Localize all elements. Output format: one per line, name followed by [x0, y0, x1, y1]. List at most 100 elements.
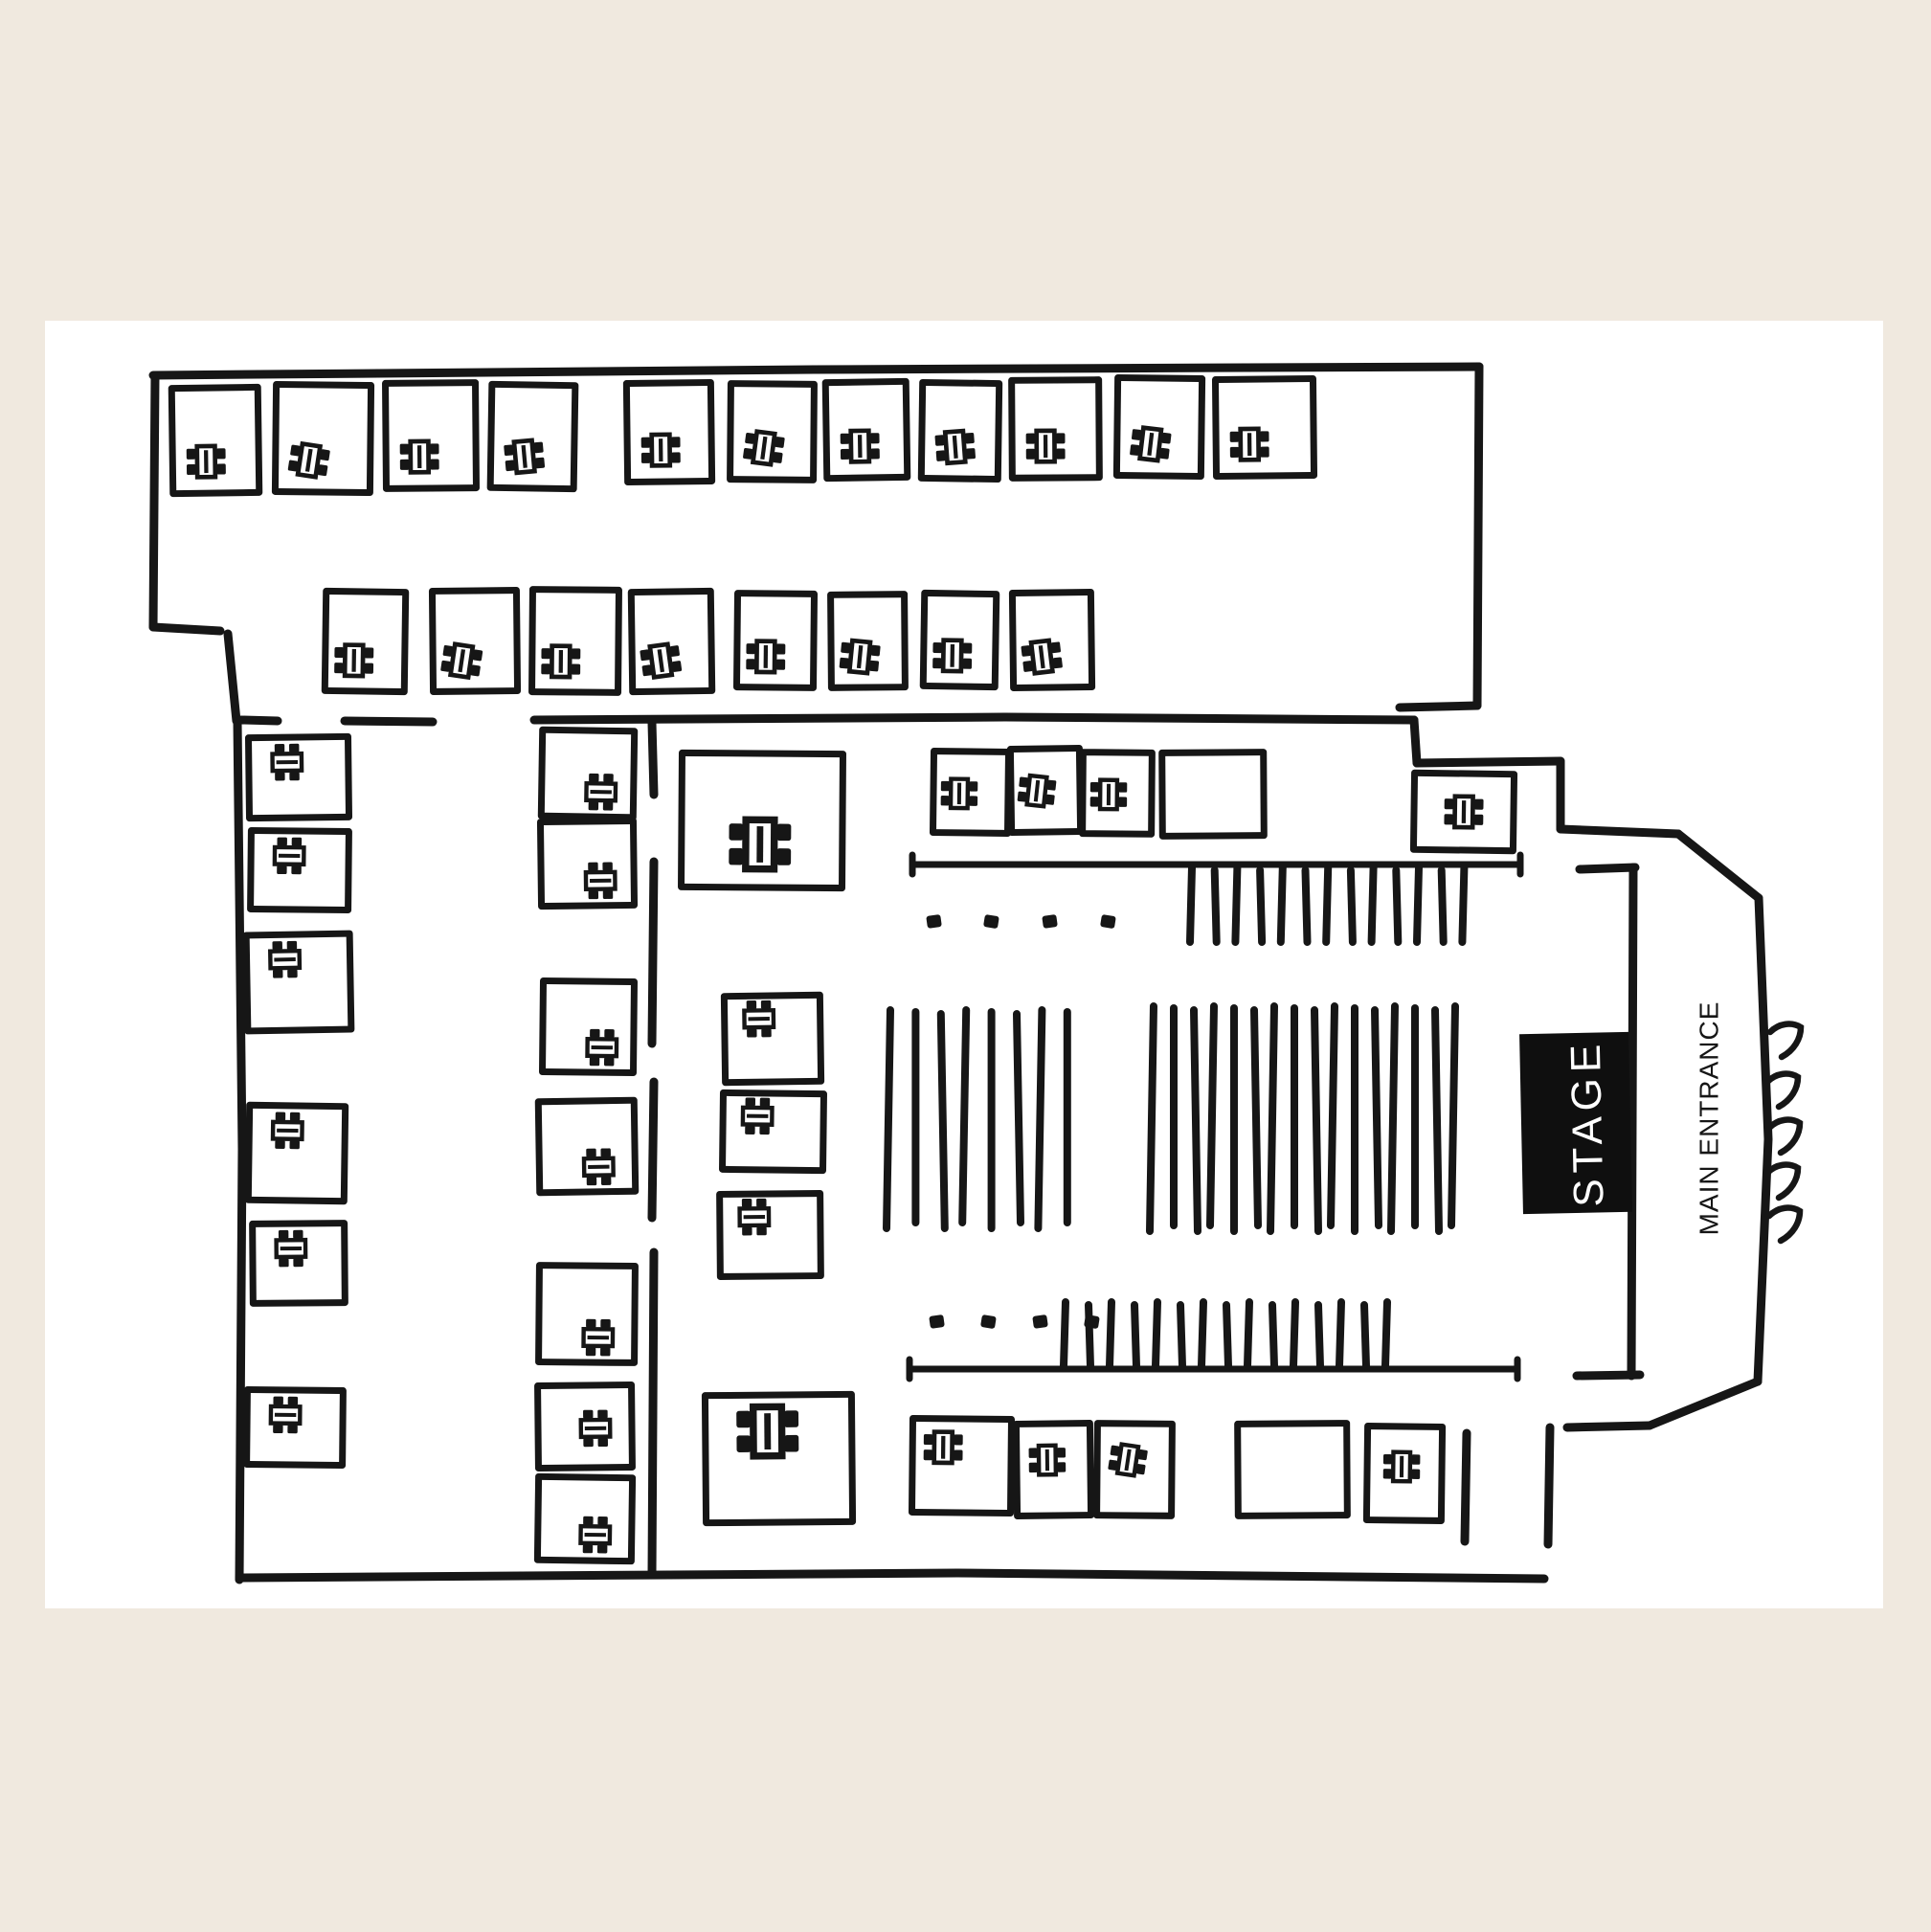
wall-line: [647, 1077, 659, 1223]
wall-line: [235, 1568, 1549, 1584]
wall-line: [1753, 893, 1773, 1386]
seating-row-line: [1371, 1006, 1382, 1229]
seating-row-line: [936, 1010, 949, 1232]
booth-outline: [719, 1089, 827, 1175]
booth: [678, 749, 846, 892]
wall-line: [1409, 715, 1422, 768]
aisle-tick: [1276, 864, 1287, 946]
queue-dot: [1084, 1314, 1100, 1329]
booth: [534, 1096, 640, 1197]
wall-line: [1412, 756, 1565, 768]
aisle-tick: [1413, 864, 1423, 946]
wall-line: [1395, 701, 1482, 712]
aisle-tick: [1360, 1301, 1370, 1370]
seating-row-line: [1431, 1006, 1443, 1235]
seating-row-line: [1206, 1002, 1218, 1229]
wall-line: [1556, 824, 1683, 839]
wall-line: [148, 371, 160, 632]
booth: [908, 1414, 1016, 1517]
aisle-tick: [1458, 864, 1469, 946]
seating-row-line: [1146, 1002, 1157, 1235]
booth-outline: [242, 930, 355, 1035]
booth: [727, 380, 818, 483]
aisle-tick: [1131, 1301, 1140, 1370]
main-entrance-label: MAIN ENTRANCE: [1694, 1001, 1723, 1236]
wall-line: [647, 718, 659, 799]
booth: [528, 586, 622, 696]
booth: [1079, 749, 1156, 838]
booth-outline: [1234, 1420, 1351, 1519]
booth: [821, 377, 911, 483]
wall-line: [236, 715, 282, 726]
seating-row-line: [1250, 1006, 1262, 1229]
booth: [382, 379, 480, 492]
seating-row-line: [1034, 1006, 1046, 1232]
seating-row-line: [1387, 1002, 1399, 1235]
booth: [533, 1472, 637, 1565]
booth-outline: [716, 1190, 824, 1280]
wall-line: [1575, 863, 1640, 874]
booth: [244, 732, 353, 822]
booth: [1093, 1420, 1176, 1519]
wall-line: [340, 716, 438, 727]
booth: [1006, 745, 1085, 836]
aisle-tick: [1346, 866, 1357, 946]
booth-outline: [536, 817, 639, 910]
wall-line: [223, 629, 241, 726]
booth: [247, 826, 352, 914]
booth: [929, 748, 1013, 837]
booth: [1012, 1420, 1095, 1519]
aisle-tick: [1177, 1301, 1186, 1370]
wall-line: [1572, 1370, 1645, 1381]
queue-dot: [1100, 914, 1116, 929]
booth: [719, 1089, 827, 1175]
booth: [1362, 1423, 1447, 1524]
plan-drawing: [148, 362, 1801, 1584]
queue-dot: [980, 1314, 997, 1329]
booth: [535, 1262, 639, 1366]
booth-outline: [1158, 749, 1268, 840]
seating-row-line: [883, 1006, 894, 1232]
aisle-tick: [1269, 1301, 1278, 1370]
wall-line: [148, 622, 225, 636]
booth-outline: [537, 726, 639, 821]
booth: [919, 589, 1000, 691]
queue-dot: [1042, 914, 1058, 929]
aisle-tick: [1106, 1298, 1115, 1370]
booth: [271, 380, 375, 497]
aisle-tick: [1336, 1298, 1345, 1370]
booth: [1008, 376, 1103, 482]
wall-line: [233, 716, 247, 1584]
booth: [622, 378, 716, 486]
wall-line: [1460, 1428, 1471, 1546]
seating-row-line: [1267, 1002, 1278, 1235]
wall-line: [1472, 362, 1484, 710]
wall-line: [1562, 1421, 1654, 1432]
seating-row-line: [1311, 1006, 1322, 1235]
queue-dot: [983, 914, 999, 929]
booth-outline: [428, 587, 522, 695]
booth-outline: [908, 1414, 1016, 1517]
wall-line: [1673, 829, 1763, 903]
booth: [243, 1385, 347, 1470]
booth: [321, 587, 410, 696]
booth: [168, 383, 263, 498]
booth: [827, 591, 909, 691]
booth: [1409, 769, 1518, 855]
booth-outline: [271, 380, 375, 497]
booth: [534, 1381, 636, 1472]
aisle-tick: [1314, 1301, 1324, 1370]
queue-dot: [926, 914, 942, 929]
aisle-tick: [1437, 866, 1448, 946]
seating-row-line: [1448, 1002, 1459, 1229]
aisle-tick: [1392, 866, 1403, 946]
booth: [716, 1190, 824, 1280]
wall-line: [1543, 1423, 1555, 1549]
aisle-tick: [1210, 866, 1221, 946]
wall-line: [1627, 863, 1638, 1381]
aisle-tick: [1060, 1298, 1069, 1370]
booth-outline: [1008, 589, 1096, 691]
booth-outline: [1211, 374, 1318, 481]
